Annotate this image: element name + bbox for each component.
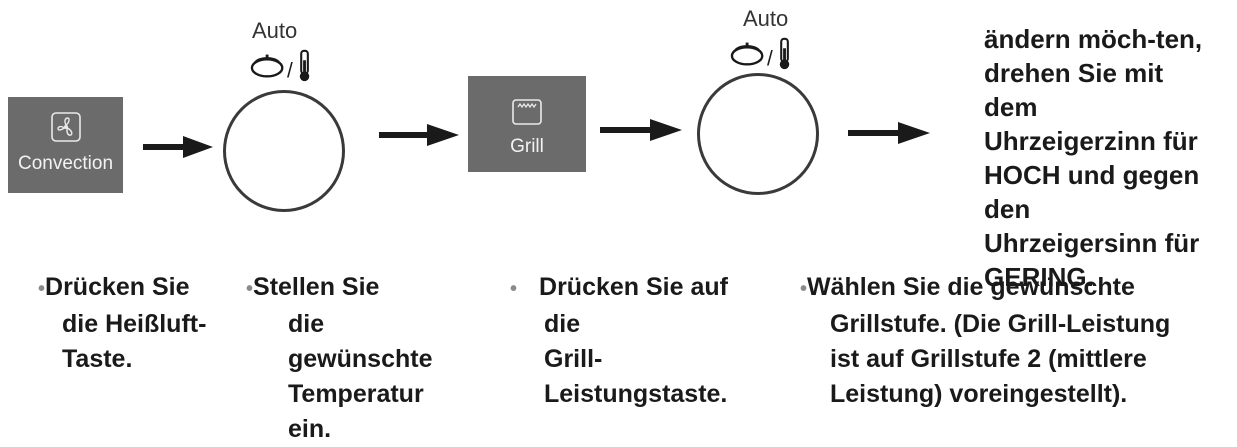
step-line: Leistungstaste. — [544, 380, 728, 408]
step-line: Leistung) voreingestellt). — [830, 380, 1128, 408]
step-line: gewünschte — [288, 345, 433, 373]
arrow-right-icon — [848, 122, 930, 144]
auto-icons: / — [250, 49, 310, 82]
svg-text:/: / — [767, 47, 773, 70]
bullet: • — [800, 278, 808, 300]
side-text-line: HOCH und gegen — [984, 160, 1200, 190]
step-line: die — [288, 310, 325, 338]
step-line: ist auf Grillstufe 2 (mittlere — [830, 345, 1147, 373]
pot-icon — [250, 54, 284, 78]
side-text-line: Uhrzeigerzinn für — [984, 126, 1198, 156]
step-1-text: •Drücken Sie die Heißluft- Taste. — [38, 270, 206, 377]
bullet: • — [510, 278, 518, 300]
side-text-line: drehen Sie mit — [984, 58, 1164, 88]
step-line: die Heißluft- — [62, 310, 207, 338]
side-text-line: GERING. — [984, 262, 1094, 292]
step-line: Wählen Sie die gewünschte — [807, 273, 1135, 301]
auto-icons: / — [730, 37, 790, 70]
step-line: Drücken Sie — [45, 273, 190, 301]
side-text-line: den — [984, 194, 1031, 224]
thermometer-icon — [779, 37, 790, 70]
step-line: Taste. — [62, 345, 133, 373]
side-text-line: Uhrzeigersinn für — [984, 228, 1200, 258]
side-instruction-text: ändern möch-ten, drehen Sie mit dem Uhrz… — [984, 0, 1234, 294]
step-line: die — [544, 310, 581, 338]
bullet: • — [38, 278, 46, 300]
step-4-text: •Wählen Sie die gewünschte Grillstufe. (… — [800, 270, 1170, 412]
arrow-right-icon — [143, 136, 213, 158]
auto-label: Auto — [743, 6, 789, 31]
temperature-dial[interactable] — [223, 90, 345, 212]
side-text-line: dem — [984, 92, 1038, 122]
step-line: Temperatur — [288, 380, 424, 408]
step-line: Stellen Sie — [253, 273, 380, 301]
grill-icon — [512, 99, 542, 125]
convection-button[interactable]: Convection — [8, 97, 123, 193]
auto-label: Auto — [252, 18, 298, 43]
bullet: • — [246, 278, 254, 300]
step-line: Drücken Sie auf — [539, 273, 728, 301]
grill-button[interactable]: Grill — [468, 76, 586, 172]
side-text-line: ändern möch-ten, — [984, 24, 1203, 54]
grill-button-label: Grill — [510, 136, 544, 157]
arrow-right-icon — [379, 124, 459, 146]
thermometer-icon — [299, 49, 310, 82]
step-line: ein. — [288, 415, 332, 443]
svg-text:/: / — [287, 59, 293, 82]
grill-level-dial[interactable] — [697, 73, 819, 195]
step-2-text: •Stellen Sie die gewünschte Temperatur e… — [246, 270, 432, 447]
pot-icon — [730, 42, 764, 66]
fan-icon — [50, 112, 81, 142]
step-line: Grill- — [544, 345, 603, 373]
convection-button-label: Convection — [17, 153, 114, 174]
step-line: Grillstufe. (Die Grill-Leistung — [830, 310, 1171, 338]
arrow-right-icon — [600, 119, 682, 141]
step-3-text: • Drücken Sie auf die Grill- Leistungstas… — [510, 270, 728, 412]
